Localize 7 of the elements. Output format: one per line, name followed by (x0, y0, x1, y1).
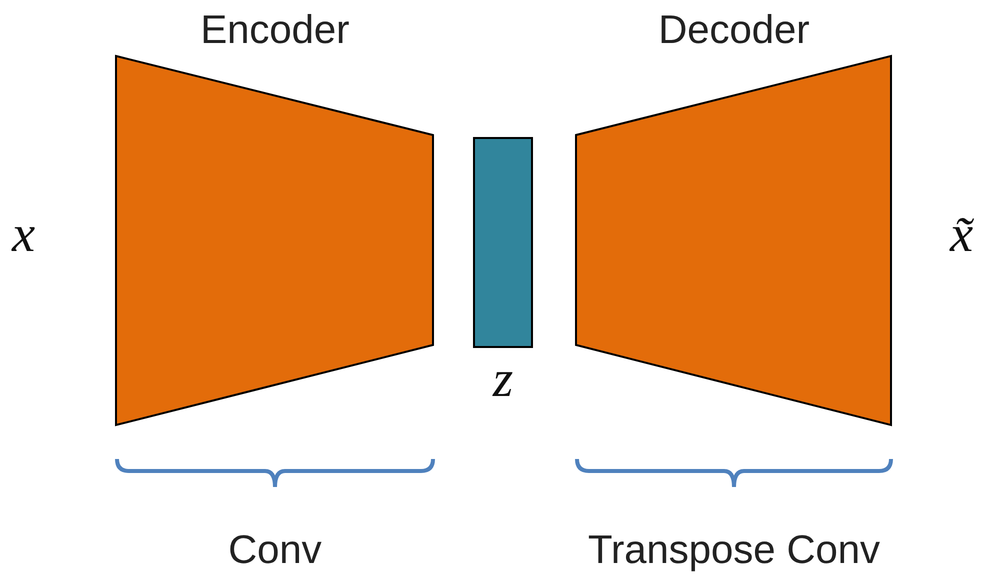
layer-title: Decoder (657, 7, 811, 54)
layer-type-label: Transpose Conv (587, 527, 881, 574)
layer-title: Encoder (200, 7, 350, 54)
input-variable: x (12, 205, 36, 265)
output-variable: x̃ (950, 205, 974, 265)
layer-type-label: Conv (227, 527, 323, 574)
latent-variable: z (491, 352, 514, 407)
